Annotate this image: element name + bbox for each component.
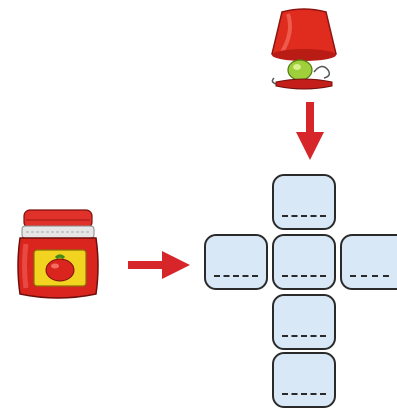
jam-jar-icon [17, 209, 99, 299]
crossword-cell-mid-left[interactable] [204, 234, 268, 290]
answer-blank [282, 335, 326, 337]
right-arrow-icon [128, 251, 190, 279]
crossword-cell-top[interactable] [272, 174, 336, 230]
answer-blank [282, 275, 326, 277]
answer-blank [214, 275, 258, 277]
answer-blank [282, 215, 326, 217]
down-arrow-icon [296, 102, 324, 160]
answer-blank [282, 393, 326, 395]
lamp-icon [271, 8, 337, 90]
answer-blank [350, 275, 389, 277]
crossword-cell-lower[interactable] [272, 294, 336, 350]
crossword-cell-mid-right[interactable] [340, 234, 397, 290]
crossword-cell-mid-center[interactable] [272, 234, 336, 290]
crossword-cell-bottom[interactable] [272, 352, 336, 408]
